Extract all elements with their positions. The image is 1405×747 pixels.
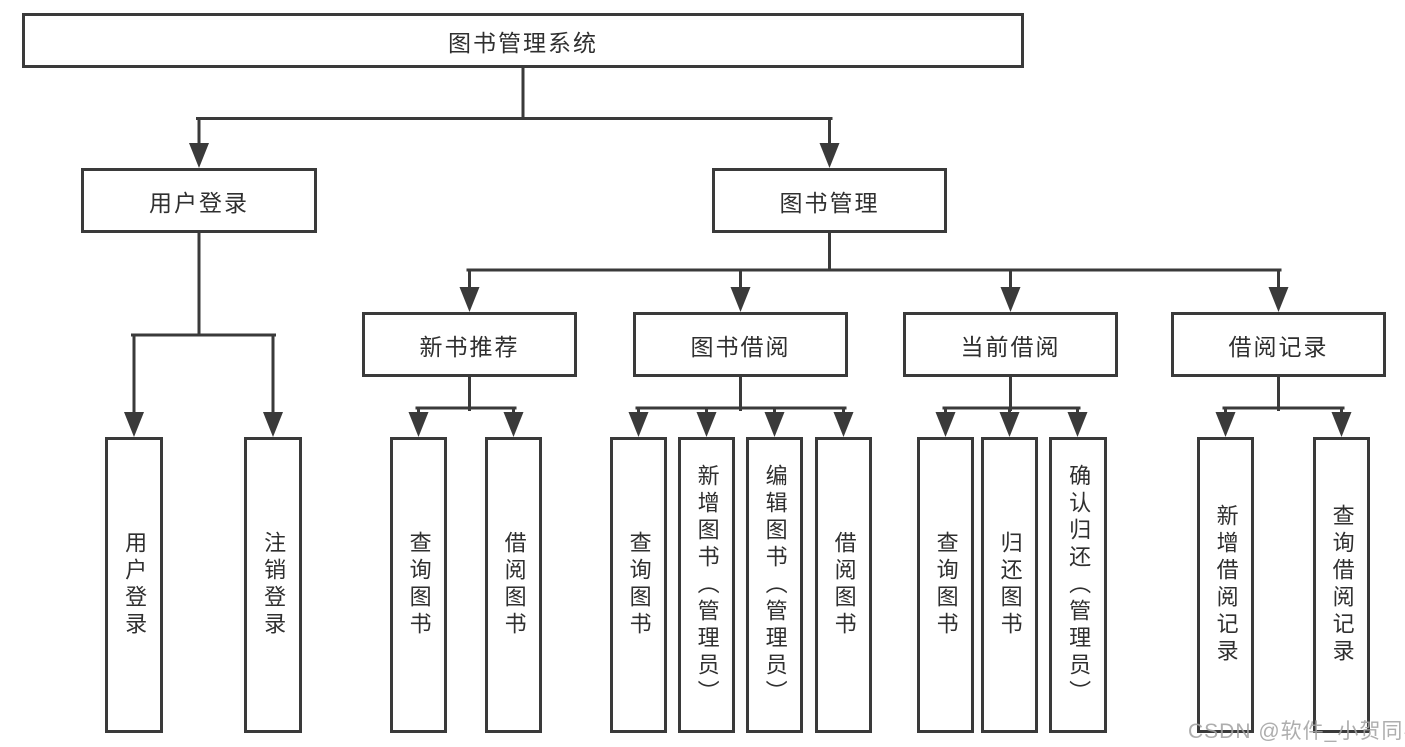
node-user-login: 用户登录 [81, 168, 317, 233]
node-new-book-recommend: 新书推荐 [362, 312, 577, 377]
leaf-borrow-books-recommend: 借阅图书 [485, 437, 542, 733]
leaf-add-books-admin: 新增图书（管理员） [678, 437, 735, 733]
leaf-query-books-borrow: 查询图书 [610, 437, 667, 733]
node-root-system: 图书管理系统 [22, 13, 1024, 68]
leaf-add-borrow-record-label: 新增借阅记录 [1213, 504, 1239, 666]
leaf-query-borrow-record: 查询借阅记录 [1313, 437, 1370, 733]
leaf-edit-books-admin: 编辑图书（管理员） [746, 437, 803, 733]
node-current-borrow-label: 当前借阅 [960, 333, 1061, 360]
leaf-user-login: 用户登录 [105, 437, 163, 733]
leaf-return-books-label: 归还图书 [997, 531, 1023, 639]
leaf-query-books-recommend: 查询图书 [390, 437, 447, 733]
leaf-borrow-books-recommend-label: 借阅图书 [501, 531, 527, 639]
node-new-book-recommend-label: 新书推荐 [419, 333, 520, 360]
leaf-add-books-admin-label: 新增图书（管理员） [694, 463, 720, 707]
leaf-confirm-return-admin: 确认归还（管理员） [1049, 437, 1107, 733]
node-book-management: 图书管理 [712, 168, 947, 233]
node-root-label: 图书管理系统 [448, 29, 598, 56]
leaf-edit-books-admin-label: 编辑图书（管理员） [762, 463, 788, 707]
leaf-borrow-books-label: 借阅图书 [831, 531, 857, 639]
leaf-confirm-return-admin-label: 确认归还（管理员） [1066, 463, 1092, 707]
leaf-query-books-current-label: 查询图书 [933, 531, 959, 639]
node-borrow-records-label: 借阅记录 [1228, 333, 1329, 360]
node-book-borrow: 图书借阅 [633, 312, 848, 377]
node-current-borrow: 当前借阅 [903, 312, 1118, 377]
leaf-query-borrow-record-label: 查询借阅记录 [1329, 504, 1355, 666]
leaf-logout: 注销登录 [244, 437, 302, 733]
leaf-user-login-label: 用户登录 [122, 531, 148, 639]
node-book-management-label: 图书管理 [779, 189, 880, 216]
node-book-borrow-label: 图书借阅 [690, 333, 791, 360]
leaf-add-borrow-record: 新增借阅记录 [1197, 437, 1254, 733]
leaf-return-books: 归还图书 [981, 437, 1038, 733]
csdn-watermark: CSDN @软件_小贺同学 [1188, 720, 1405, 743]
leaf-logout-label: 注销登录 [261, 531, 287, 639]
node-user-login-label: 用户登录 [149, 189, 249, 216]
node-borrow-records: 借阅记录 [1171, 312, 1386, 377]
leaf-query-books-recommend-label: 查询图书 [406, 531, 432, 639]
leaf-borrow-books: 借阅图书 [815, 437, 872, 733]
leaf-query-books-current: 查询图书 [917, 437, 974, 733]
leaf-query-books-borrow-label: 查询图书 [626, 531, 652, 639]
